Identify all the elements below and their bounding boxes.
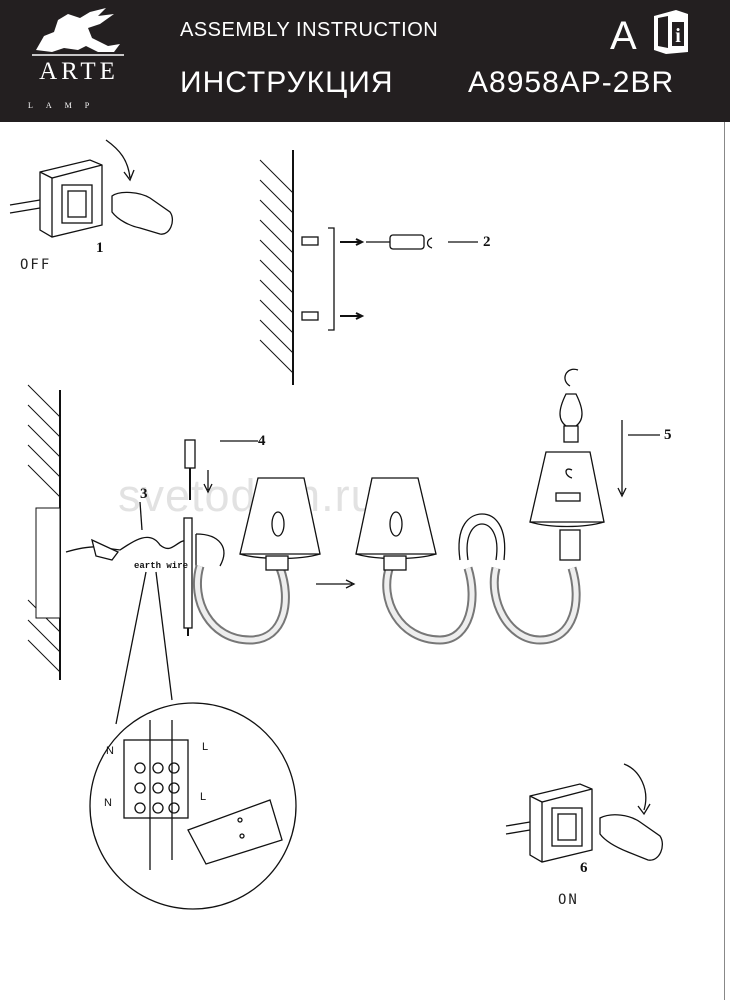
lamp-assembly-right (355, 368, 660, 645)
model-number: A8958AP-2BR (468, 66, 675, 99)
switch-off-illustration (9, 139, 174, 238)
title-russian: ИНСТРУКЦИЯ (180, 66, 394, 99)
wiring-and-backplate (65, 439, 258, 636)
page-border (0, 122, 725, 1000)
off-label: OFF (20, 257, 52, 273)
screws-and-anchors (301, 227, 478, 331)
step-5-number: 5 (664, 427, 672, 443)
wiring-detail-magnifier: N L N L (89, 571, 297, 910)
document-letter: A (610, 14, 637, 58)
svg-text:N: N (106, 745, 114, 757)
switch-on-illustration (505, 763, 663, 863)
step-1-number: 1 (96, 240, 104, 256)
document-header: ARTE LAMP ASSEMBLY INSTRUCTION ИНСТРУКЦИ… (0, 0, 730, 122)
title-english: ASSEMBLY INSTRUCTION (180, 19, 439, 41)
direction-arrow (316, 579, 356, 589)
step-3-number: 3 (140, 486, 148, 502)
lamp-assembly-left (192, 477, 321, 645)
on-label: ON (558, 892, 579, 908)
brand-subtitle: LAMP (28, 101, 103, 110)
svg-text:N: N (104, 797, 112, 809)
svg-text:i: i (675, 25, 681, 47)
svg-text:L: L (200, 791, 206, 803)
griffin-logo-icon (32, 8, 124, 56)
svg-text:L: L (202, 741, 208, 753)
brand-name: ARTE (39, 58, 119, 85)
wall-hatching-lower (27, 384, 61, 680)
wall-hatching-upper (259, 150, 294, 385)
earth-wire-label: earth wire (134, 561, 189, 571)
step-4-number: 4 (258, 433, 266, 449)
step-6-number: 6 (580, 860, 588, 876)
step-2-number: 2 (483, 234, 491, 250)
book-info-icon: i (654, 10, 688, 54)
watermark-text: svetodom.ru (118, 470, 377, 521)
